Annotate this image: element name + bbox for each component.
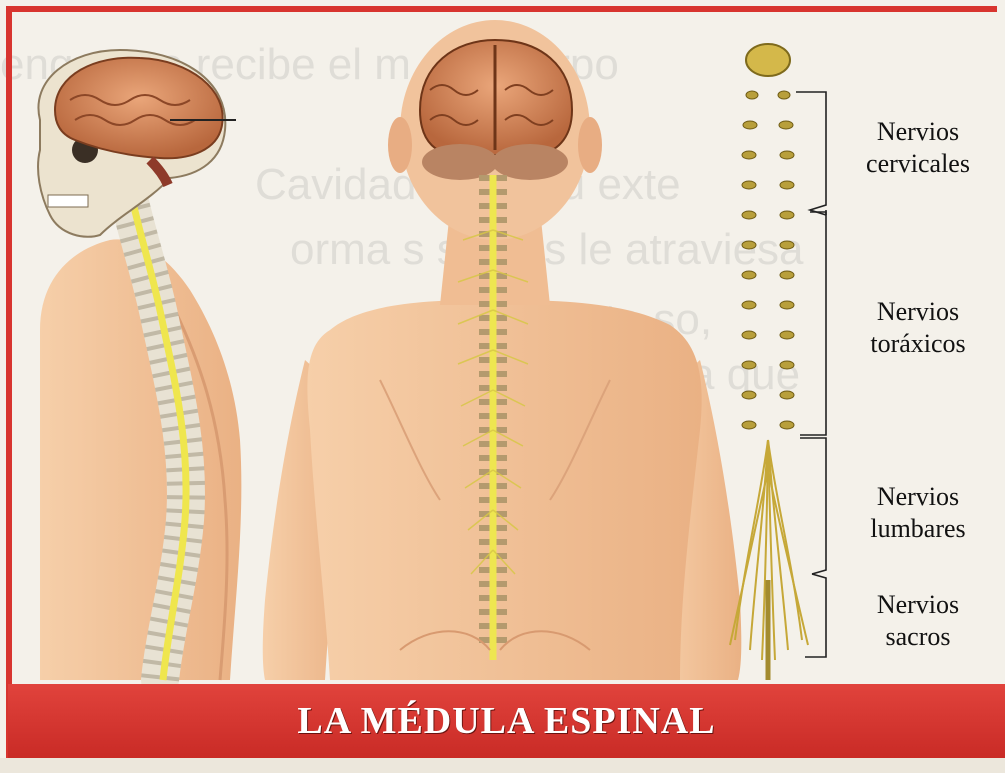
label-thoracic-nerves: Nervios toráxicos (843, 296, 993, 360)
region-brackets (796, 91, 827, 658)
label-lumbar-nerves: Nervios lumbares (843, 481, 993, 545)
title-banner: LA MÉDULA ESPINAL (8, 684, 1005, 758)
label-cervical-nerves: Nervios cervicales (843, 116, 993, 180)
label-cervical-line1: Nervios (876, 117, 960, 146)
bottom-strip (0, 758, 1005, 773)
side-spinal-cord (124, 179, 190, 681)
label-sacral-line2: sacros (885, 622, 951, 651)
label-lumbar-line2: lumbares (870, 514, 966, 543)
side-brain (53, 56, 224, 160)
page-title: LA MÉDULA ESPINAL (297, 700, 716, 742)
label-sacral-line1: Nervios (876, 590, 960, 619)
bleed-through-text-3: orma s surcos le atraviesa (290, 225, 804, 274)
bleed-through-text-5: a que (690, 350, 801, 399)
anatomy-illustration (37, 20, 827, 690)
side-view-figure (37, 48, 242, 690)
label-thoracic-line2: toráxicos (870, 329, 966, 358)
back-view-figure (262, 20, 742, 680)
label-sacral-nerves: Nervios sacros (843, 589, 993, 653)
label-cervical-line2: cervicales (866, 149, 970, 178)
isolated-spinal-cord (729, 43, 809, 680)
label-lumbar-line1: Nervios (876, 482, 960, 511)
label-thoracic-line1: Nervios (876, 297, 960, 326)
